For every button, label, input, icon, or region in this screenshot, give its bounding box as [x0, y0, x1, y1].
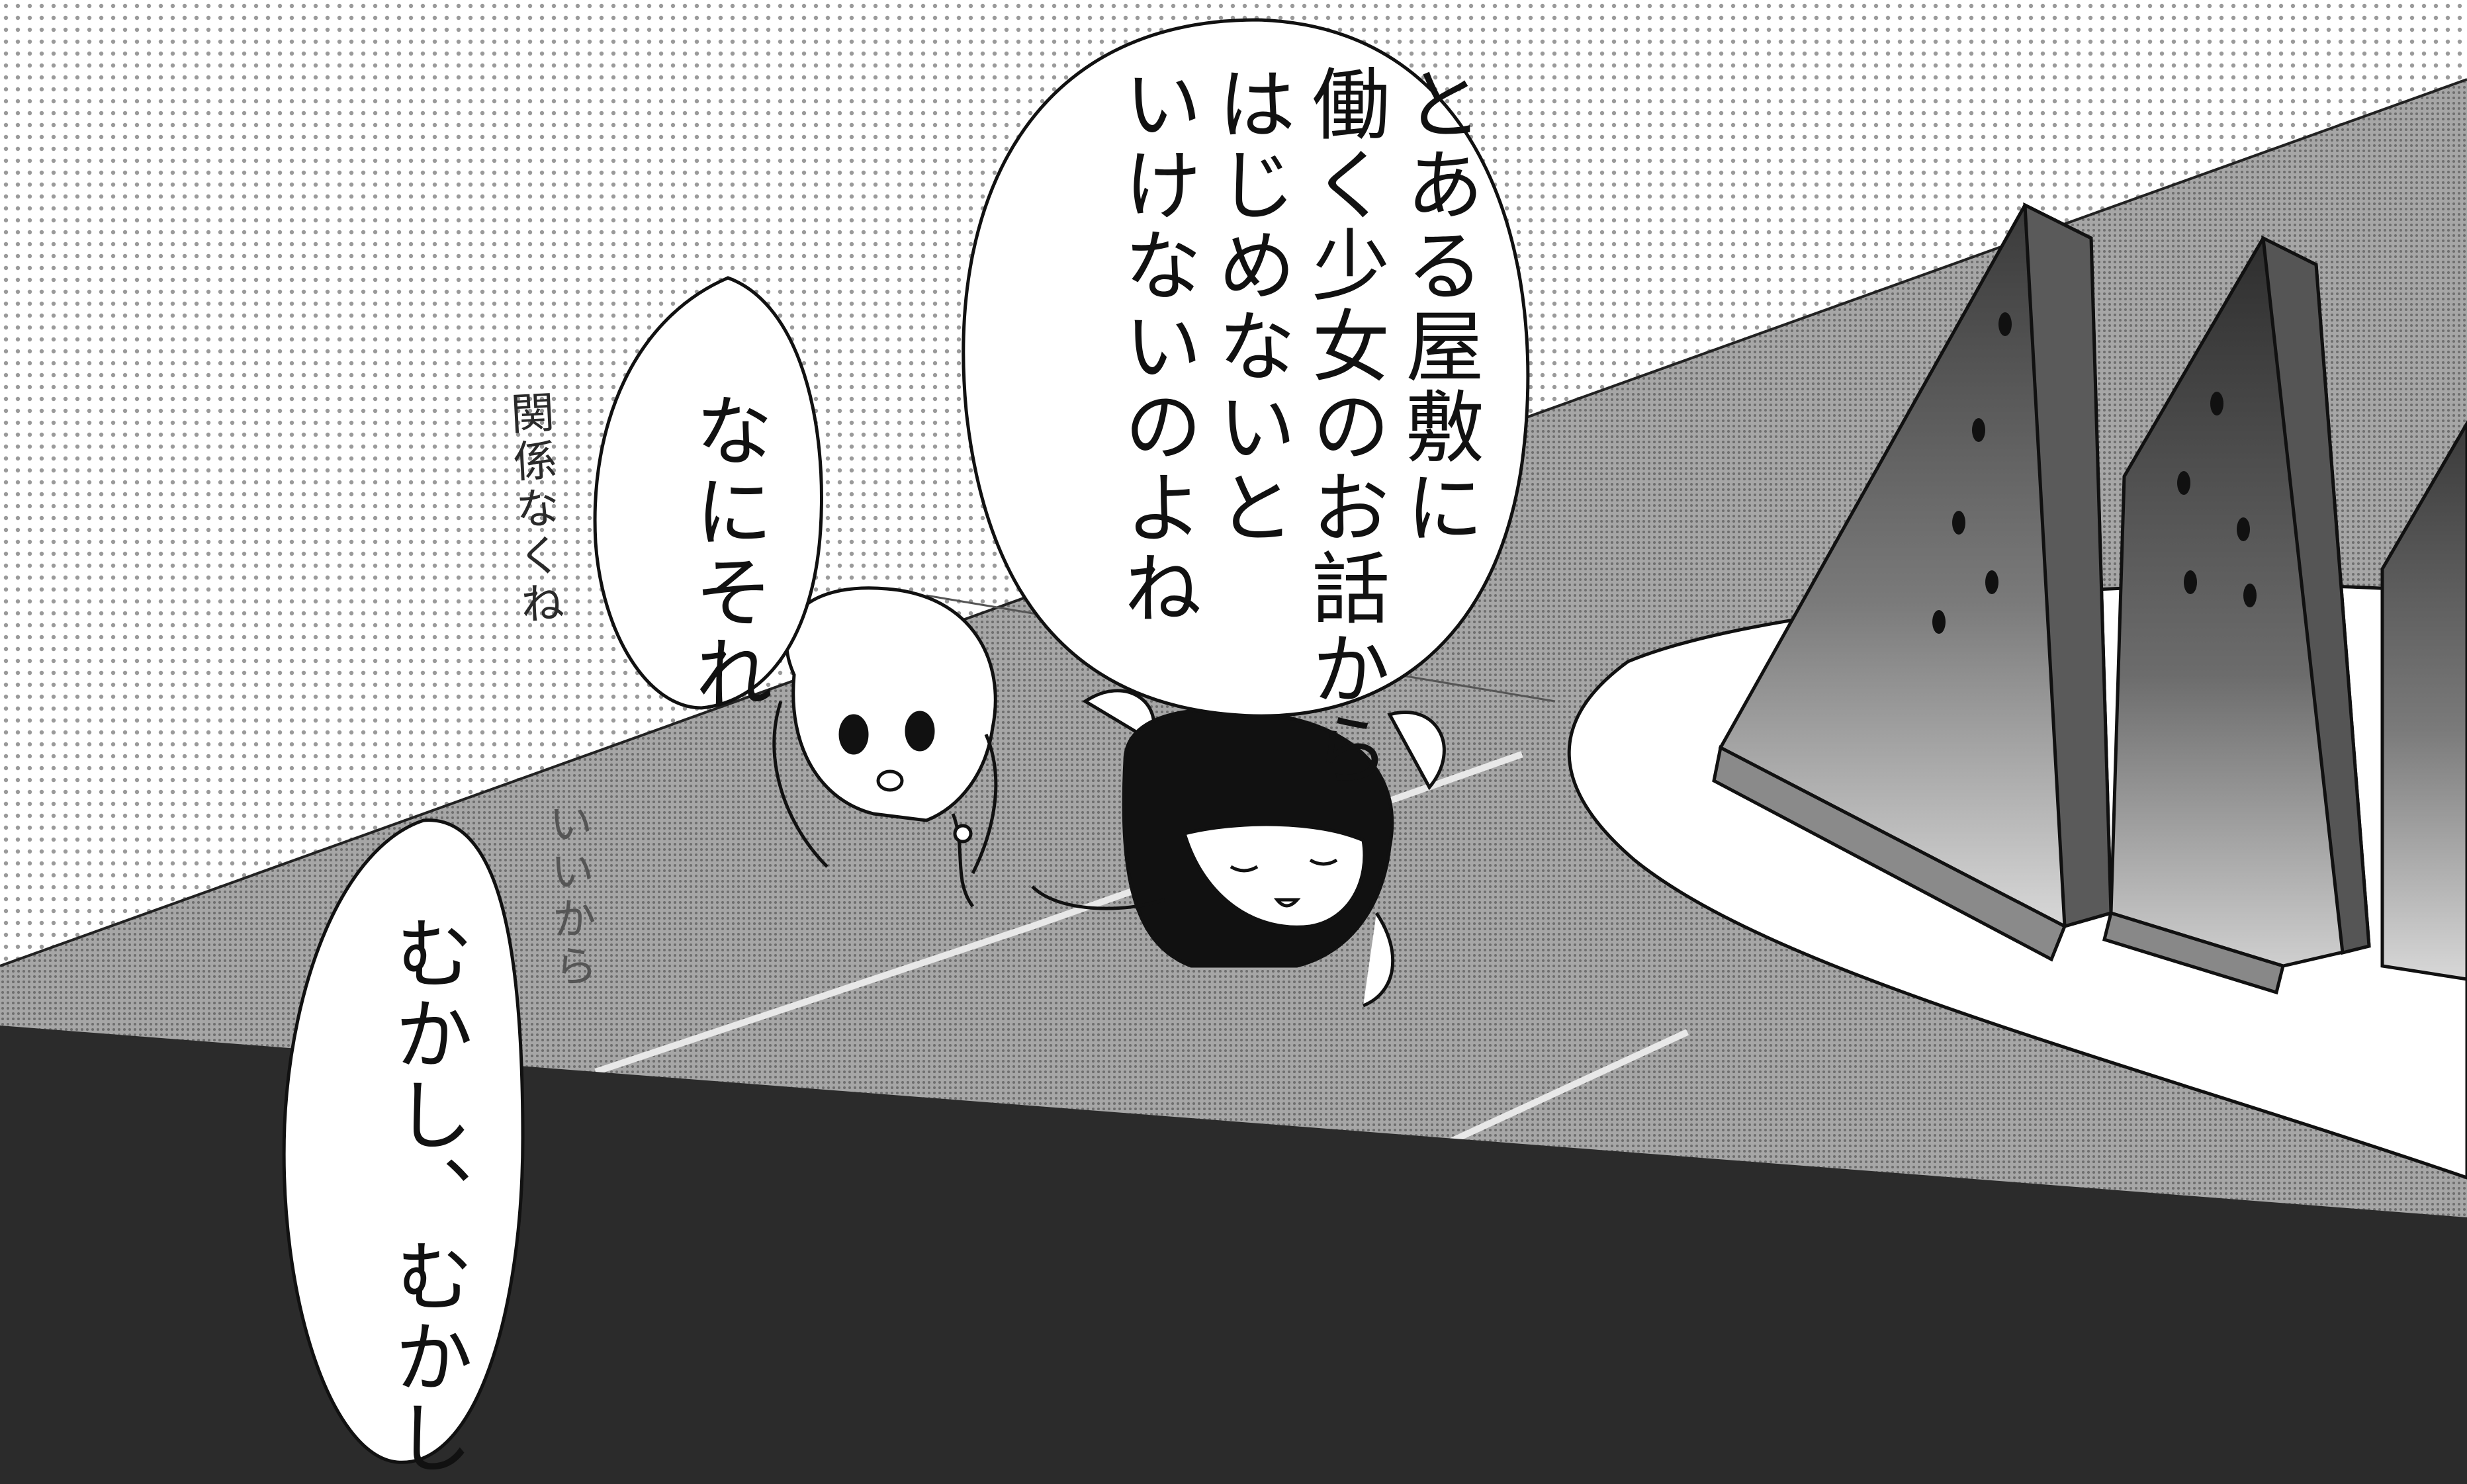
- main-speech-text: とある屋敷に 働く少女のお話から はじめないと いけないのよね: [1110, 64, 1484, 790]
- main-speech-bubble: [962, 18, 1530, 718]
- watermelon-slices: [1712, 202, 2467, 995]
- dark-haired-chibi-character: [1031, 689, 1446, 1008]
- handwritten-aside: いいから: [541, 799, 599, 992]
- watermelon-seeds: [1932, 312, 2257, 634]
- narration-text: むかし、むかし……: [381, 913, 472, 1484]
- blonde-chibi-character: [772, 586, 998, 908]
- question-speech-bubble: [593, 276, 823, 710]
- narration-speech-bubble: [282, 818, 525, 1464]
- question-speech-text: なにそれ: [682, 390, 773, 713]
- foreground-shadow: [0, 1026, 2467, 1484]
